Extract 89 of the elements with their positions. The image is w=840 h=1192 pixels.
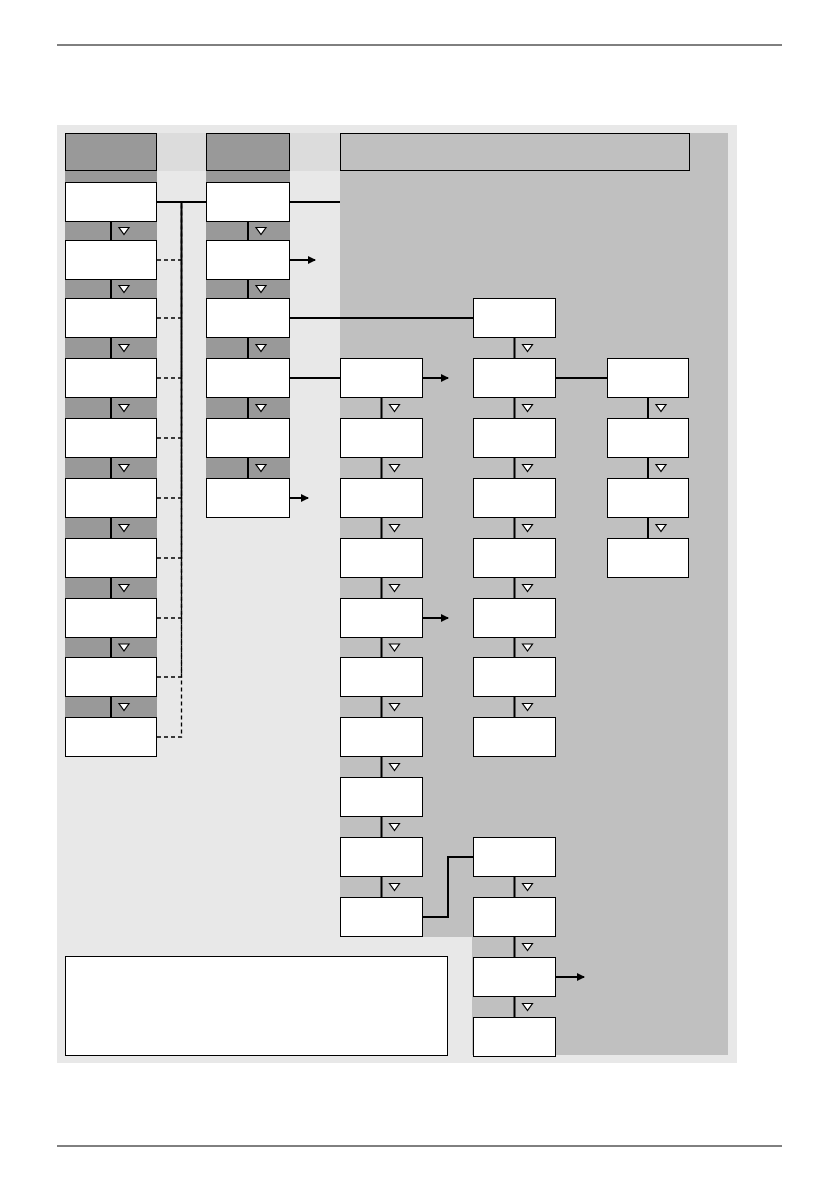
- arrow: [422, 614, 449, 622]
- connector-with-direction-triangle: [110, 577, 131, 599]
- step-box: [473, 897, 556, 937]
- arrow: [289, 494, 309, 502]
- arrow: [555, 973, 585, 981]
- step-box: [340, 657, 423, 697]
- connector-line: [289, 201, 341, 203]
- step-box: [206, 418, 290, 458]
- step-box: [206, 240, 290, 280]
- step-box: [607, 358, 689, 398]
- step-box: [473, 1017, 556, 1057]
- connector-with-direction-triangle: [110, 337, 131, 359]
- connector-with-direction-triangle: [380, 457, 401, 479]
- step-box: [65, 657, 157, 697]
- connector-with-direction-triangle: [513, 696, 534, 718]
- connector-with-direction-triangle: [647, 517, 668, 539]
- connector-with-direction-triangle: [110, 517, 131, 539]
- connector-with-direction-triangle: [513, 397, 534, 419]
- step-box: [65, 418, 157, 458]
- step-box: [473, 957, 556, 997]
- connector-with-direction-triangle: [247, 279, 268, 299]
- step-box: [65, 717, 157, 757]
- step-box: [65, 298, 157, 338]
- connector-with-direction-triangle: [110, 696, 131, 718]
- step-box: [607, 538, 689, 578]
- connector-with-direction-triangle: [380, 397, 401, 419]
- connector-with-direction-triangle: [380, 876, 401, 898]
- connector-with-direction-triangle: [513, 996, 534, 1018]
- connector-with-direction-triangle: [647, 457, 668, 479]
- step-box: [65, 358, 157, 398]
- step-box: [65, 598, 157, 638]
- connector-with-direction-triangle: [513, 876, 534, 898]
- step-box: [473, 298, 556, 338]
- step-box: [340, 538, 423, 578]
- step-box: [607, 418, 689, 458]
- connector-with-direction-triangle: [380, 577, 401, 599]
- step-box: [340, 478, 423, 518]
- connector-with-direction-triangle: [380, 696, 401, 718]
- connector-with-direction-triangle: [513, 577, 534, 599]
- connector-with-direction-triangle: [380, 637, 401, 658]
- connector-with-direction-triangle: [247, 457, 268, 479]
- connector-with-direction-triangle: [110, 397, 131, 419]
- connector-with-direction-triangle: [380, 517, 401, 539]
- step-box: [206, 182, 290, 222]
- step-box: [206, 298, 290, 338]
- connector-with-direction-triangle: [110, 637, 131, 658]
- step-box: [340, 777, 423, 817]
- connector-line: [289, 377, 341, 379]
- step-box: [340, 358, 423, 398]
- connector-with-direction-triangle: [513, 936, 534, 958]
- step-box: [607, 478, 689, 518]
- step-box: [206, 478, 290, 518]
- connector-with-direction-triangle: [513, 457, 534, 479]
- step-box: [65, 182, 157, 222]
- step-box: [473, 657, 556, 697]
- connector-with-direction-triangle: [110, 457, 131, 479]
- step-box: [340, 837, 423, 877]
- connector-with-direction-triangle: [247, 397, 268, 419]
- step-box: [65, 538, 157, 578]
- connector-with-direction-triangle: [513, 337, 534, 359]
- arrow: [289, 256, 316, 264]
- step-box: [473, 358, 556, 398]
- step-box: [65, 478, 157, 518]
- connector-with-direction-triangle: [380, 756, 401, 778]
- arrow: [422, 374, 449, 382]
- step-box: [340, 717, 423, 757]
- step-box: [340, 897, 423, 937]
- step-box: [65, 956, 448, 1056]
- connector-with-direction-triangle: [513, 517, 534, 539]
- step-box: [473, 418, 556, 458]
- step-box: [340, 598, 423, 638]
- step-box: [473, 717, 556, 757]
- connector-with-direction-triangle: [110, 279, 131, 299]
- step-box: [473, 598, 556, 638]
- connector-with-direction-triangle: [380, 816, 401, 838]
- connector-with-direction-triangle: [513, 637, 534, 658]
- connector-line: [555, 377, 608, 379]
- connector-with-direction-triangle: [110, 221, 131, 241]
- connector-line: [289, 317, 474, 319]
- connector-line: [422, 856, 474, 918]
- step-box: [473, 538, 556, 578]
- step-box: [340, 418, 423, 458]
- step-box: [65, 240, 157, 280]
- step-box: [206, 358, 290, 398]
- step-box: [473, 837, 556, 877]
- connector-with-direction-triangle: [647, 397, 668, 419]
- step-box: [473, 478, 556, 518]
- connector-with-direction-triangle: [247, 221, 268, 241]
- connector-with-direction-triangle: [247, 337, 268, 359]
